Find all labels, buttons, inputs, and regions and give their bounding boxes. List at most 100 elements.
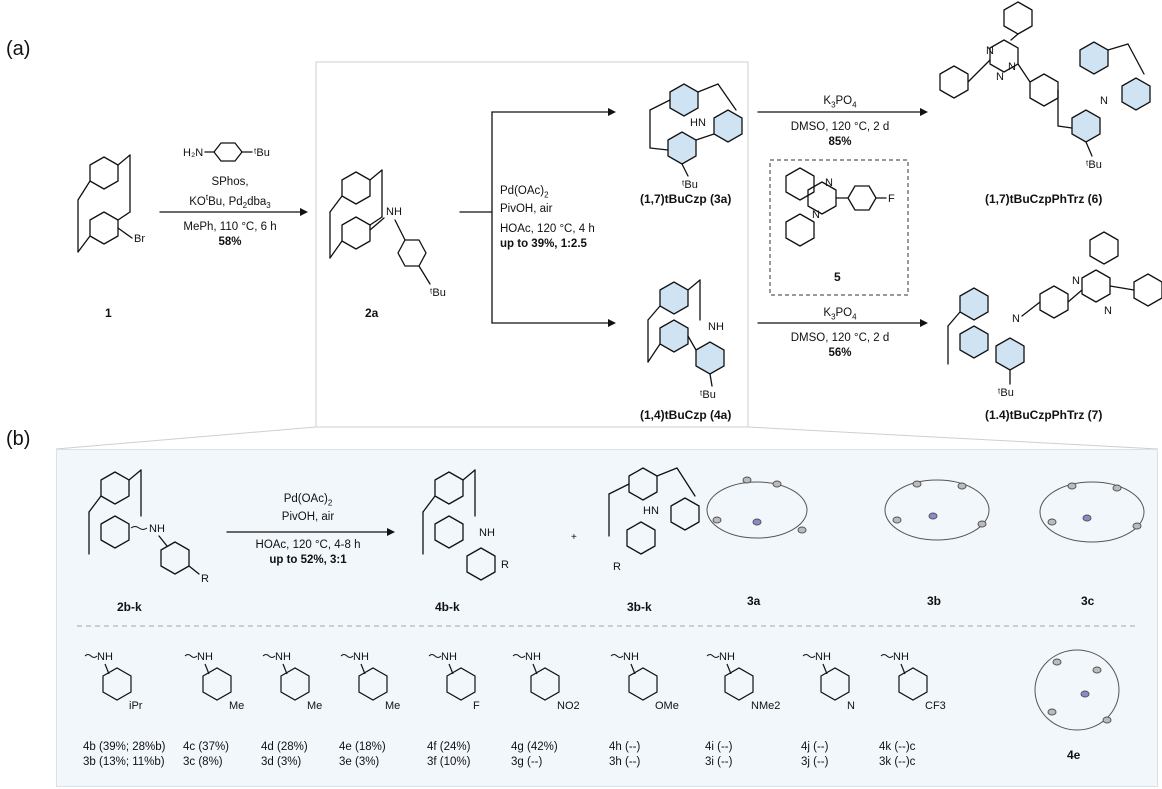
svg-text:NH: NH bbox=[623, 651, 639, 663]
svg-text:NH: NH bbox=[479, 527, 495, 539]
label-crystal-3b: 3b bbox=[927, 594, 942, 608]
svg-text:N: N bbox=[996, 71, 1004, 83]
crystal-structure-3b bbox=[884, 479, 990, 541]
panel-b-conditions-2: HOAc, 120 °C, 4-8 h up to 52%, 3:1 bbox=[255, 539, 361, 566]
crystal-structure-3c bbox=[1039, 481, 1145, 543]
step1-conditions: SPhos, KOtBu, Pd2dba3 bbox=[189, 176, 271, 211]
step3-bottom-reagent: K3PO4 bbox=[823, 307, 857, 322]
label-reagent-5: 5 bbox=[834, 270, 841, 284]
svg-text:NH: NH bbox=[525, 651, 541, 663]
structure-6: NNN N ᵗBu bbox=[939, 1, 1151, 171]
label-4b-k: 4b-k bbox=[435, 600, 460, 614]
step3-top-conditions: DMSO, 120 °C, 2 d 85% bbox=[790, 121, 890, 148]
substituent-label: Me bbox=[307, 700, 323, 712]
svg-text:ᵗBu: ᵗBu bbox=[700, 389, 716, 401]
substituent-2: NH Me bbox=[261, 646, 351, 731]
svg-text:NH: NH bbox=[386, 206, 402, 218]
substituent-fragment: NH bbox=[340, 651, 388, 701]
structure-4a: NH ᵗBu bbox=[647, 279, 725, 401]
substituent-7: NH NMe2 bbox=[705, 646, 795, 731]
yield-labels-7: 4i (--)3i (--) bbox=[705, 741, 733, 768]
svg-text:Br: Br bbox=[134, 233, 145, 245]
substituent-fragment: NH bbox=[802, 651, 850, 701]
substituent-fragment: NH bbox=[84, 651, 132, 701]
substituent-6: NH OMe bbox=[609, 646, 699, 731]
label-product-6: (1,7)tBuCzpPhTrz (6) bbox=[985, 192, 1103, 206]
substituent-label: OMe bbox=[655, 700, 679, 712]
substituent-label: Me bbox=[385, 700, 401, 712]
svg-text:NH: NH bbox=[441, 651, 457, 663]
structure-3b-k: HN R bbox=[608, 467, 700, 573]
step3-bottom-conditions: DMSO, 120 °C, 2 d 56% bbox=[790, 332, 890, 359]
svg-text:HN: HN bbox=[690, 117, 706, 129]
svg-text:N: N bbox=[1104, 305, 1112, 317]
svg-text:H₂N: H₂N bbox=[183, 147, 203, 159]
label-product-7: (1.4)tBuCzpPhTrz (7) bbox=[985, 408, 1103, 422]
substituent-0: NH iPr bbox=[83, 646, 173, 731]
label-compound-2a: 2a bbox=[365, 306, 379, 320]
svg-text:ᵗBu: ᵗBu bbox=[998, 387, 1014, 399]
yield-labels-3: 4e (18%)3e (3%) bbox=[339, 741, 386, 768]
structure-2a: NH ᵗBu bbox=[329, 169, 446, 299]
svg-text:HN: HN bbox=[643, 505, 659, 517]
svg-text:N: N bbox=[1100, 95, 1108, 107]
yield-labels-4: 4f (24%)3f (10%) bbox=[427, 741, 471, 768]
structure-5: F NN bbox=[785, 167, 895, 247]
svg-text:N: N bbox=[986, 45, 994, 57]
svg-text:N: N bbox=[812, 209, 820, 221]
svg-text:ᵗBu: ᵗBu bbox=[1086, 159, 1102, 171]
structure-4b-k: NH R bbox=[422, 469, 509, 581]
svg-text:R: R bbox=[501, 559, 509, 571]
structure-1: Br bbox=[77, 154, 145, 253]
structure-3a: HN ᵗBu bbox=[649, 83, 743, 191]
svg-text:NH: NH bbox=[275, 651, 291, 663]
svg-text:R: R bbox=[613, 561, 621, 573]
substituent-label: CF3 bbox=[925, 700, 946, 712]
reagent-aniline: H₂N ᵗBu bbox=[183, 142, 270, 162]
label-2b-k: 2b-k bbox=[117, 600, 142, 614]
yield-labels-8: 4j (--)3j (--) bbox=[801, 741, 829, 768]
svg-text:ᵗBu: ᵗBu bbox=[254, 147, 270, 159]
substituent-fragment: NH bbox=[706, 651, 754, 701]
step2-conditions: Pd(OAc)2 PivOH, air bbox=[500, 185, 553, 216]
svg-text:N: N bbox=[1072, 275, 1080, 287]
panel-b-label: (b) bbox=[6, 428, 31, 450]
svg-text:NH: NH bbox=[149, 523, 165, 535]
structure-2b-k: NH R bbox=[88, 469, 209, 585]
yield-labels-6: 4h (--)3h (--) bbox=[609, 741, 641, 768]
substituent-fragment: NH bbox=[610, 651, 658, 701]
crystal-structure-3a bbox=[706, 476, 808, 539]
svg-text:NH: NH bbox=[893, 651, 909, 663]
label-product-3a: (1,7)tBuCzp (3a) bbox=[640, 192, 732, 206]
substituent-label: N bbox=[847, 700, 855, 712]
substituent-fragment: NH bbox=[512, 651, 560, 701]
svg-text:NH: NH bbox=[97, 651, 113, 663]
substituent-label: NMe2 bbox=[751, 700, 781, 712]
svg-text:R: R bbox=[201, 573, 209, 585]
svg-text:N: N bbox=[825, 177, 833, 189]
substituent-fragment: NH bbox=[428, 651, 476, 701]
panel-a-label: (a) bbox=[6, 38, 31, 60]
substituent-label: NO2 bbox=[557, 700, 580, 712]
label-crystal-4e: 4e bbox=[1067, 748, 1081, 762]
substituent-fragment: NH bbox=[880, 651, 928, 701]
yield-labels-1: 4c (37%)3c (8%) bbox=[183, 741, 230, 768]
substituent-fragment: NH bbox=[262, 651, 310, 701]
crystal-structure-4e bbox=[1034, 649, 1120, 731]
substituent-label: iPr bbox=[129, 700, 143, 712]
yield-labels-2: 4d (28%)3d (3%) bbox=[261, 741, 308, 768]
yield-labels-5: 4g (42%)3g (--) bbox=[511, 741, 558, 768]
substituent-9: NH CF3 bbox=[879, 646, 969, 731]
svg-text:ᵗBu: ᵗBu bbox=[682, 179, 698, 191]
step2-conditions-2: HOAc, 120 °C, 4 h up to 39%, 1:2.5 bbox=[500, 223, 595, 250]
svg-text:NH: NH bbox=[708, 321, 724, 333]
label-crystal-3c: 3c bbox=[1081, 594, 1095, 608]
panel-b-scope: NH R NH R + HN R bbox=[56, 449, 1158, 787]
substituent-fragment: NH bbox=[184, 651, 232, 701]
svg-text:ᵗBu: ᵗBu bbox=[430, 287, 446, 299]
svg-text:NH: NH bbox=[719, 651, 735, 663]
